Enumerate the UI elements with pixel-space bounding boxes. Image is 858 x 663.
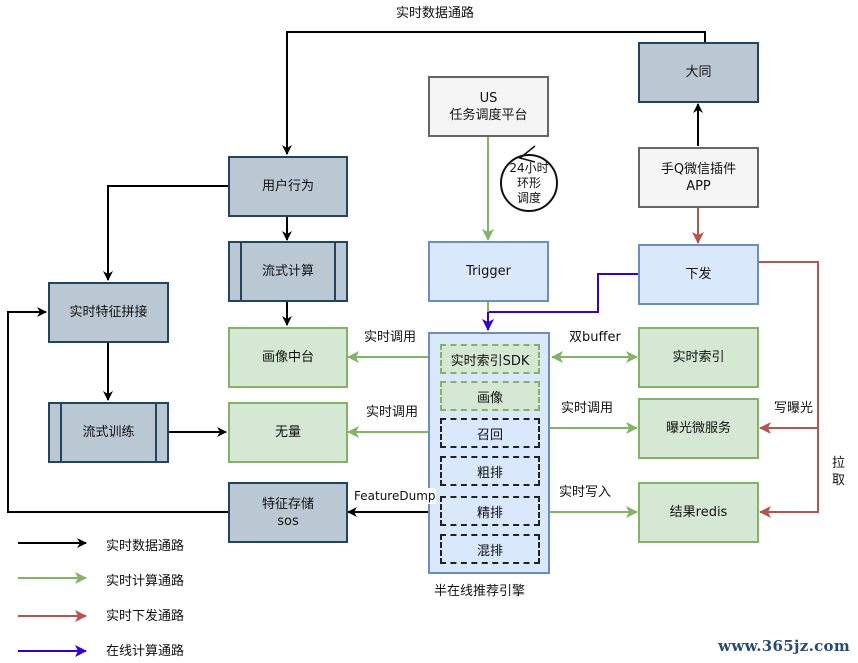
engine-module-recall[interactable]: 召回: [440, 418, 540, 448]
label-call-wuliang: 实时调用: [366, 405, 419, 421]
node-feature-join-label: 实时特征拼接: [69, 305, 148, 320]
engine-module-mix-rank[interactable]: 混排: [440, 534, 540, 564]
schedule-note: 24小时 环形 调度: [500, 154, 558, 212]
edge-user-behavior-to-feature-join: [103, 185, 228, 281]
node-app[interactable]: 手Q微信插件 APP: [638, 147, 759, 208]
label-call-profile: 实时调用: [364, 330, 417, 346]
node-us-line1: US: [479, 90, 498, 106]
node-profile-center[interactable]: 画像中台: [228, 327, 348, 388]
legend-label-data: 实时数据通路: [106, 539, 185, 554]
node-exposure-service[interactable]: 曝光微服务: [638, 398, 759, 459]
legend-label-online: 在线计算通路: [106, 644, 185, 659]
node-profile-center-label: 画像中台: [261, 350, 314, 365]
engine-module-label: 精排: [476, 505, 503, 521]
node-deliver-label: 下发: [685, 267, 712, 282]
label-double-buffer: 双buffer: [569, 330, 621, 346]
engine-module-profile[interactable]: 画像: [440, 381, 540, 411]
engine-module-index-sdk[interactable]: 实时索引SDK: [440, 344, 540, 374]
node-stream-train[interactable]: 流式训练: [48, 402, 169, 463]
node-result-redis-label: 结果redis: [669, 505, 728, 520]
node-exposure-service-label: 曝光微服务: [665, 421, 731, 436]
engine-module-fine-rank[interactable]: 精排: [440, 496, 540, 526]
node-result-redis[interactable]: 结果redis: [638, 482, 759, 543]
engine-module-label: 召回: [476, 427, 503, 443]
schedule-note-line3: 调度: [516, 190, 541, 205]
node-wuliang[interactable]: 无量: [228, 402, 348, 463]
node-trigger-label: Trigger: [466, 264, 511, 279]
node-stream-train-label: 流式训练: [82, 425, 135, 440]
engine-module-label: 粗排: [476, 465, 503, 481]
node-trigger[interactable]: Trigger: [428, 241, 549, 302]
top-path-label: 实时数据通路: [396, 6, 475, 22]
edge-datong-to-user-behavior: [282, 31, 706, 155]
node-us-scheduler[interactable]: US 任务调度平台: [428, 76, 549, 137]
node-us-line2: 任务调度平台: [449, 107, 528, 123]
schedule-note-line1: 24小时: [509, 160, 549, 175]
label-pull-1: 拉: [832, 456, 846, 471]
legend-label-deliver: 实时下发通路: [106, 609, 185, 624]
node-feature-join[interactable]: 实时特征拼接: [48, 282, 169, 343]
node-wuliang-label: 无量: [274, 425, 301, 440]
node-realtime-index[interactable]: 实时索引: [638, 327, 759, 388]
node-stream-compute[interactable]: 流式计算: [228, 241, 348, 302]
node-app-line1: 手Q微信插件: [660, 161, 737, 177]
edge-feature-store-to-feature-join: [7, 307, 228, 513]
label-pull-2: 取: [832, 473, 846, 488]
label-feature-dump: FeatureDump: [354, 488, 436, 504]
recommend-engine[interactable]: 实时索引SDK 画像 召回 粗排 精排 混排: [428, 332, 550, 574]
edge-deliver-to-engine: [482, 273, 638, 331]
label-call-exposure: 实时调用: [561, 401, 614, 417]
edge-deliver-to-exposure: [759, 261, 819, 434]
node-feature-store[interactable]: 特征存储 sos: [228, 482, 348, 543]
node-feature-store-line2: sos: [277, 513, 299, 529]
schedule-note-line2: 环形: [516, 175, 541, 190]
label-write-exposure: 写曝光: [774, 401, 814, 417]
node-datong[interactable]: 大同: [638, 42, 759, 103]
node-user-behavior-label: 用户行为: [261, 179, 314, 194]
legend-label-compute: 实时计算通路: [106, 574, 185, 589]
node-deliver[interactable]: 下发: [638, 244, 759, 305]
engine-title: 半在线推荐引擎: [434, 584, 526, 600]
node-stream-compute-label: 流式计算: [261, 264, 314, 279]
watermark: www.365jz.com: [718, 637, 850, 655]
node-feature-store-line1: 特征存储: [261, 496, 314, 512]
engine-module-label: 画像: [476, 390, 503, 406]
label-realtime-write: 实时写入: [559, 485, 612, 501]
node-app-line2: APP: [686, 178, 711, 194]
node-datong-label: 大同: [685, 65, 712, 80]
node-user-behavior[interactable]: 用户行为: [228, 156, 348, 217]
engine-module-label: 实时索引SDK: [450, 353, 530, 369]
node-realtime-index-label: 实时索引: [672, 350, 725, 365]
engine-module-coarse-rank[interactable]: 粗排: [440, 456, 540, 486]
engine-module-label: 混排: [476, 543, 503, 559]
edge-deliver-to-redis: [759, 428, 819, 518]
